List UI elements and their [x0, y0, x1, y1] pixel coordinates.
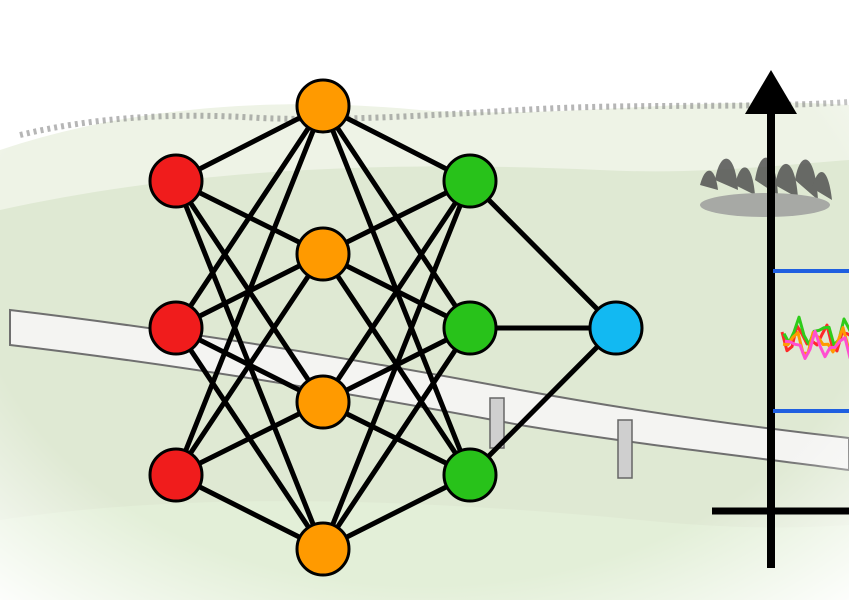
edge-input-2-to-hidden-1-0 [173, 103, 326, 478]
hidden-1-node-4 [295, 521, 351, 577]
signal-traces [780, 315, 849, 360]
signal-trace-4 [784, 329, 849, 360]
axis-group [712, 70, 849, 568]
edge-hidden-2-2-to-output-0 [467, 325, 619, 478]
hidden-1-node-1 [295, 78, 351, 134]
hidden-1-node-3 [295, 374, 351, 430]
edge-input-2-to-hidden-1-1 [173, 251, 326, 478]
edge-hidden-1-0-to-hidden-2-0 [320, 103, 473, 184]
hidden-2-node-3 [442, 447, 498, 503]
signal-trace-2 [782, 315, 849, 347]
hidden-2-node-1 [442, 153, 498, 209]
input-node-2 [148, 300, 204, 356]
edge-hidden-2-0-to-output-0 [467, 178, 619, 331]
network-nodes [148, 78, 644, 577]
edge-input-1-to-hidden-1-0 [173, 103, 326, 331]
arrow-up-icon [745, 70, 797, 114]
edge-input-0-to-hidden-1-0 [173, 103, 326, 184]
input-node-1 [148, 153, 204, 209]
edge-hidden-1-3-to-hidden-2-1 [320, 325, 473, 552]
edge-hidden-1-2-to-hidden-2-0 [320, 178, 473, 405]
output-node-1 [588, 300, 644, 356]
edge-hidden-1-3-to-hidden-2-0 [320, 178, 473, 552]
hidden-1-node-2 [295, 226, 351, 282]
input-node-3 [148, 447, 204, 503]
hidden-2-node-2 [442, 300, 498, 356]
